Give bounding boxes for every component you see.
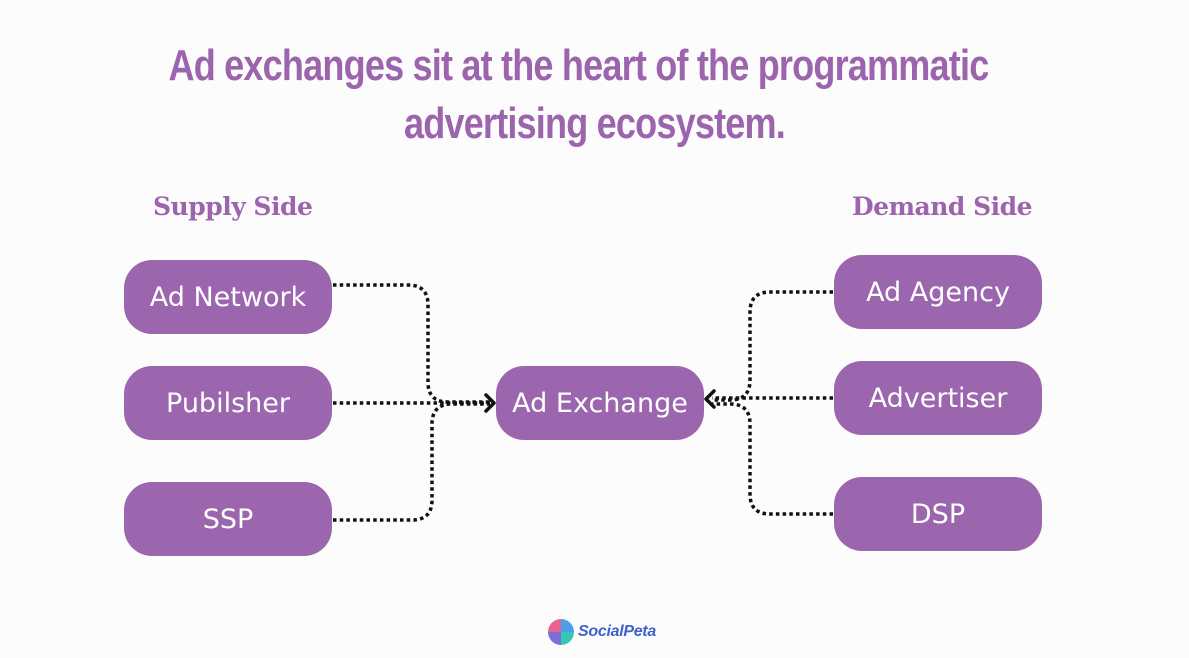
brand-logo: SocialPeta	[547, 617, 656, 647]
connector-ad-agency	[712, 290, 833, 402]
diagram-title-line-1: Ad exchanges sit at the heart of the pro…	[168, 41, 990, 90]
node-ad-agency: Ad Agency	[834, 255, 1042, 329]
node-publisher: Pubilsher	[124, 366, 332, 440]
connector-ad-network	[333, 283, 490, 404]
node-advertiser: Advertiser	[834, 361, 1042, 435]
demand-side-label: Demand Side	[852, 192, 1033, 221]
supply-side-label: Supply Side	[153, 192, 313, 221]
connector-dsp	[712, 402, 833, 516]
node-ad-network: Ad Network	[124, 260, 332, 334]
arrowhead-into-exchange	[484, 393, 496, 413]
connector-ssp	[333, 402, 490, 522]
socialpeta-logo-icon	[548, 619, 574, 645]
node-ssp: SSP	[124, 482, 332, 556]
logo-wordmark: SocialPeta	[578, 623, 656, 640]
node-dsp: DSP	[834, 477, 1042, 551]
diagram-title-line-2: advertising ecosystem.	[403, 99, 786, 148]
node-ad-exchange: Ad Exchange	[496, 366, 704, 440]
arrowhead-from-demand	[704, 389, 716, 409]
